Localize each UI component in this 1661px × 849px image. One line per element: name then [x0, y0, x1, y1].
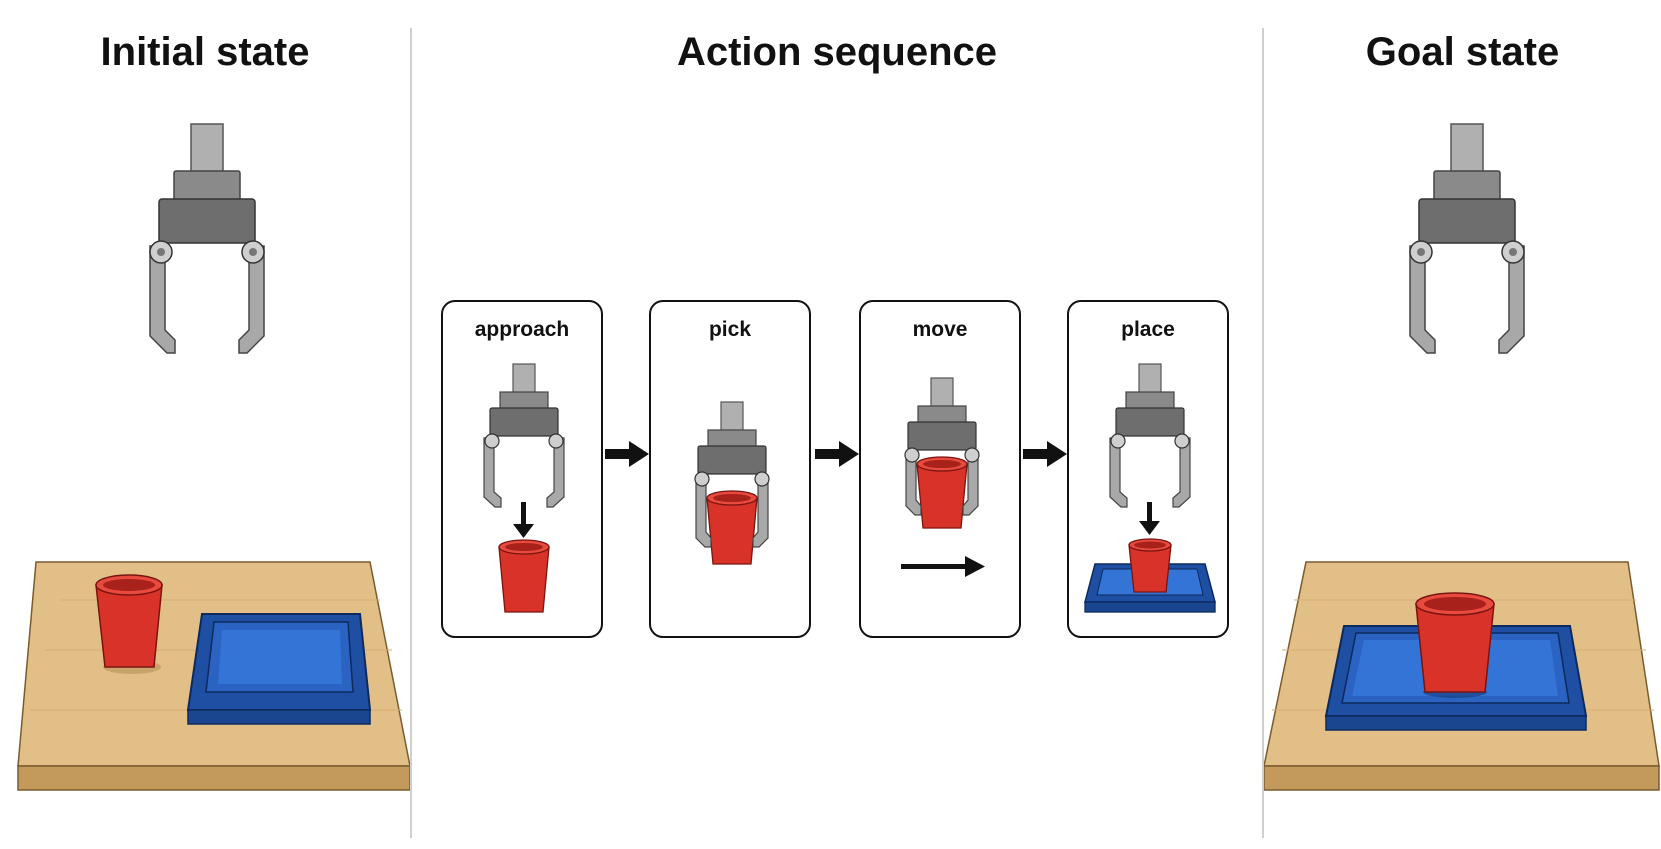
step-label: approach: [474, 318, 570, 341]
action-sequence-title: Action sequence: [676, 30, 998, 74]
step-approach: approach: [441, 300, 603, 638]
gripper-icon: [907, 377, 977, 451]
step-approach-art: [483, 363, 565, 613]
goal-state-scene: [1264, 123, 1660, 791]
gripper-icon: [483, 363, 565, 508]
cup-icon: [916, 456, 968, 529]
step-move-art: [901, 377, 985, 577]
step-pick-art: [694, 401, 770, 565]
arrow-right-icon: [605, 441, 649, 467]
goal-state-panel: Goal state: [1264, 0, 1661, 849]
arrow-right-icon: [901, 556, 985, 577]
gripper-icon: [149, 123, 265, 354]
gripper-icon: [1409, 123, 1525, 354]
cup-icon: [706, 490, 758, 565]
arrow-down-icon: [1139, 502, 1160, 535]
step-pick: pick: [649, 300, 811, 638]
divider-right: [1262, 28, 1264, 838]
step-move: move: [859, 300, 1021, 638]
gripper-fingers: [904, 447, 980, 516]
initial-state-scene: [17, 123, 410, 791]
cup-icon: [1415, 592, 1495, 698]
step-label: place: [1121, 318, 1175, 341]
step-place: place: [1067, 300, 1229, 638]
gripper-icon: [1109, 363, 1191, 508]
divider-left: [410, 28, 412, 838]
arrow-right-icon: [1023, 441, 1067, 467]
initial-state-title: Initial state: [100, 30, 310, 74]
gripper-fingers: [694, 471, 770, 548]
tray-icon: [186, 613, 372, 725]
step-label: move: [912, 318, 968, 341]
gripper-icon: [697, 401, 767, 475]
step-place-art: [1084, 363, 1216, 613]
step-label: pick: [708, 318, 752, 341]
cup-icon: [498, 539, 550, 613]
cup-icon: [1128, 538, 1172, 593]
initial-state-panel: Initial state: [0, 0, 410, 849]
action-sequence-panel: Action sequence approach: [412, 0, 1262, 849]
goal-state-title: Goal state: [1365, 30, 1560, 74]
arrow-down-icon: [513, 502, 534, 538]
arrow-right-icon: [815, 441, 859, 467]
cup-icon: [95, 574, 163, 674]
